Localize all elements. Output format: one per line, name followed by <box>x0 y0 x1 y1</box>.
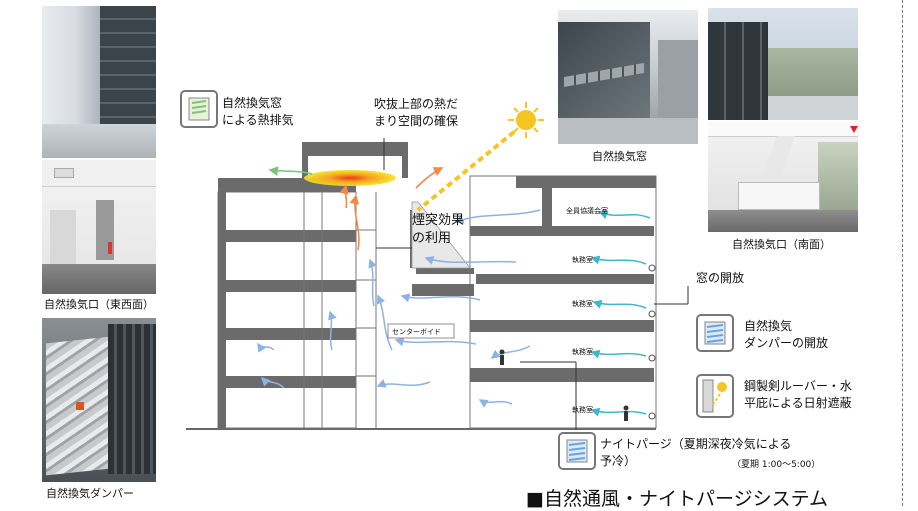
vent-east-west-caption: 自然換気口（東西面） <box>44 298 154 311</box>
right-divider <box>902 0 903 506</box>
atrium-heat-pocket-label: 吹抜上部の熱だ まり空間の確保 <box>374 97 459 128</box>
vent-south-caption: 自然換気口（南面） <box>732 238 831 251</box>
damper-open-label: 自然換気 ダンパーの開放 <box>744 319 829 350</box>
room-label-center-void: センターボイド <box>392 327 441 336</box>
corridor-photo <box>42 6 156 158</box>
window-heat-exhaust-label: 自然換気窓 による熱排気 <box>222 96 294 127</box>
vent-east-west-photo <box>42 160 156 294</box>
stack-effect-label: 煙突効果 の利用 <box>412 213 465 246</box>
room-label-office-2: 執務室 <box>572 299 593 308</box>
damper-photo <box>42 318 156 482</box>
damper-caption: 自然換気ダンパー <box>46 487 134 500</box>
vent-south-photo <box>708 122 858 232</box>
room-label-office-1: 執務室 <box>572 255 593 264</box>
diagram-title: ■自然通風・ナイトパージシステム <box>526 488 829 510</box>
night-purge-time-label: （夏期 1:00～5:00） <box>732 460 821 470</box>
window-photo <box>558 10 698 144</box>
building-section-diagram: 全員協議会室 執務室 執務室 執務室 執務室 センターボイド <box>186 102 689 430</box>
night-purge-label: ナイトパージ（夏期深夜冷気による 予冷） <box>600 437 792 468</box>
room-label-all-staff: 全員協議会室 <box>566 206 608 215</box>
balcony-photo <box>708 8 858 120</box>
louver-shading-icon <box>696 374 734 418</box>
damper-icon <box>696 314 734 352</box>
louver-shading-label: 鋼製剣ルーバー・水 平庇による日射遮蔽 <box>744 379 852 410</box>
room-label-office-4: 執務室 <box>572 405 593 414</box>
window-caption: 自然換気窓 <box>592 150 647 163</box>
window-open-label: 窓の開放 <box>696 271 745 285</box>
night-purge-icon <box>558 432 596 470</box>
window-vent-icon <box>180 90 218 128</box>
sun-icon <box>508 102 544 138</box>
room-label-office-3: 執務室 <box>572 347 593 356</box>
